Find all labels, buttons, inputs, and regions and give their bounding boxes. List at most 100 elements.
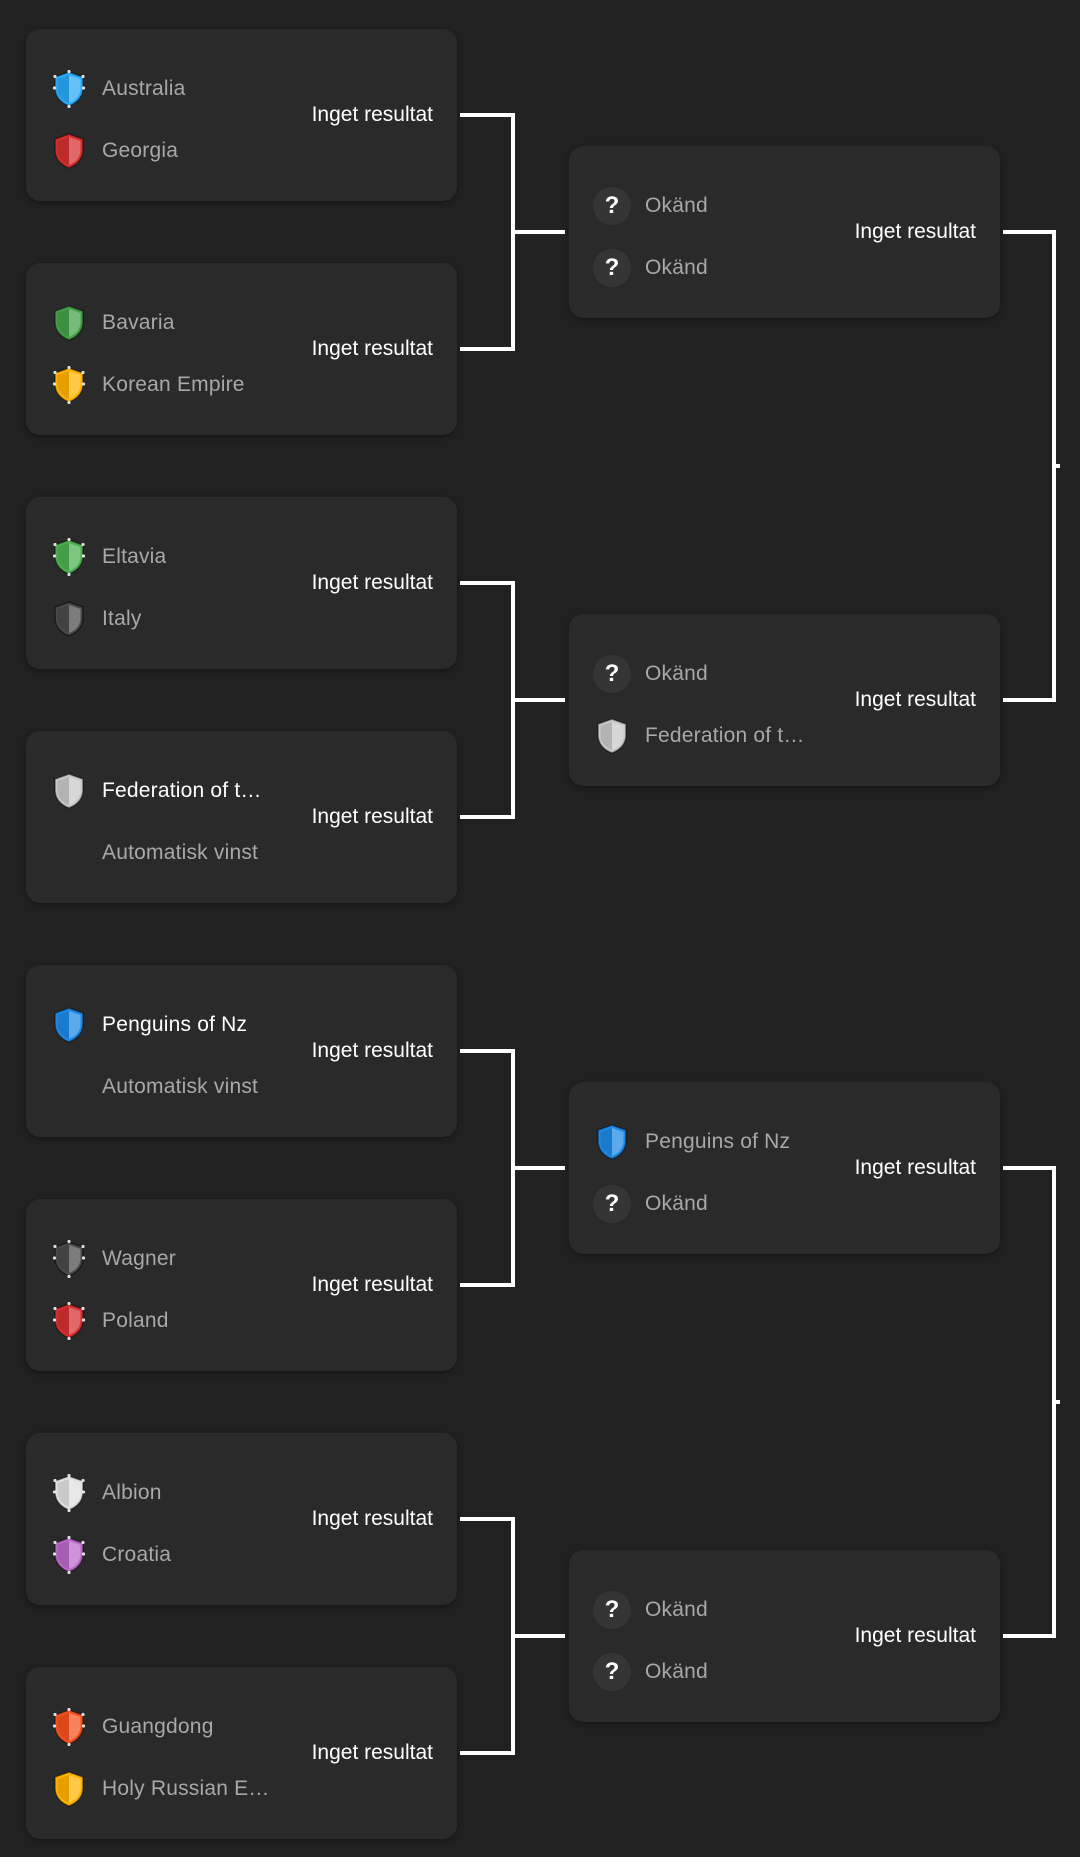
bracket-connector xyxy=(460,1049,515,1287)
bracket-connector xyxy=(460,581,515,819)
team-name: Automatisk vinst xyxy=(102,1075,259,1098)
team-row: Poland xyxy=(52,1299,169,1343)
match-result: Inget resultat xyxy=(311,103,433,126)
bracket-connector xyxy=(460,113,515,351)
team-row: Penguins of Nz xyxy=(52,1003,247,1047)
bracket-connector xyxy=(1003,1166,1056,1638)
shield-icon xyxy=(52,1006,86,1044)
team-name: Okänd xyxy=(645,194,708,217)
match-result: Inget resultat xyxy=(854,688,976,711)
shield-icon xyxy=(52,70,86,108)
shield-icon xyxy=(52,304,86,342)
question-icon: ? xyxy=(593,655,631,693)
team-row: ? Okänd xyxy=(593,1182,708,1226)
team-row: Albion xyxy=(52,1471,162,1515)
match-result: Inget resultat xyxy=(311,1741,433,1764)
shield-icon xyxy=(52,1536,86,1574)
shield-icon xyxy=(52,538,86,576)
team-row: Bavaria xyxy=(52,301,175,345)
team-row: Automatisk vinst xyxy=(52,831,258,875)
shield-icon xyxy=(52,1302,86,1340)
shield-icon xyxy=(52,132,86,170)
match-result: Inget resultat xyxy=(311,1039,433,1062)
team-row: Australia xyxy=(52,67,186,111)
shield-icon xyxy=(52,1708,86,1746)
team-name: Eltavia xyxy=(102,545,167,568)
icon-placeholder xyxy=(52,834,86,872)
team-name: Okänd xyxy=(645,256,708,279)
team-name: Croatia xyxy=(102,1543,172,1566)
team-row: ? Okänd xyxy=(593,1650,708,1694)
team-name: Italy xyxy=(102,607,142,630)
team-row: Automatisk vinst xyxy=(52,1065,258,1109)
match-result: Inget resultat xyxy=(311,1273,433,1296)
team-row: Wagner xyxy=(52,1237,176,1281)
match-card[interactable]: Penguins of Nz Automatisk vinst Inget resu… xyxy=(26,965,457,1137)
match-card[interactable]: Federation of th… Automatisk vinst Inget r… xyxy=(26,731,457,903)
team-name: Albion xyxy=(102,1481,162,1504)
match-result: Inget resultat xyxy=(854,220,976,243)
team-row: Federation of th… xyxy=(52,769,272,813)
team-name: Guangdong xyxy=(102,1715,214,1738)
team-name: Holy Russian E… xyxy=(102,1777,270,1800)
team-row: Eltavia xyxy=(52,535,166,579)
team-row: Holy Russian E… xyxy=(52,1767,270,1811)
team-name: Penguins of Nz xyxy=(645,1130,791,1153)
question-icon: ? xyxy=(593,1591,631,1629)
team-name: Automatisk vinst xyxy=(102,841,259,864)
team-row: Korean Empire xyxy=(52,363,245,407)
match-result: Inget resultat xyxy=(311,337,433,360)
team-name: Okänd xyxy=(645,662,708,685)
match-result: Inget resultat xyxy=(311,805,433,828)
shield-icon xyxy=(52,1474,86,1512)
team-name: Bavaria xyxy=(102,311,175,334)
match-result: Inget resultat xyxy=(854,1624,976,1647)
team-row: Penguins of Nz xyxy=(595,1120,790,1164)
question-icon: ? xyxy=(593,1653,631,1691)
bracket-connector xyxy=(1003,230,1056,702)
team-row: ? Okänd xyxy=(593,1588,708,1632)
team-name: Okänd xyxy=(645,1660,708,1683)
shield-icon xyxy=(595,1123,629,1161)
team-name: Australia xyxy=(102,77,186,100)
team-row: Georgia xyxy=(52,129,178,173)
team-name: Penguins of Nz xyxy=(102,1013,248,1036)
team-name: Federation of th… xyxy=(102,779,272,802)
shield-icon xyxy=(52,772,86,810)
question-icon: ? xyxy=(593,1185,631,1223)
team-name: Wagner xyxy=(102,1247,176,1270)
team-row: ? Okänd xyxy=(593,652,708,696)
team-row: ? Okänd xyxy=(593,184,708,228)
bracket-connector xyxy=(460,1517,515,1755)
icon-placeholder xyxy=(52,1068,86,1106)
shield-icon xyxy=(52,1770,86,1808)
team-row: Italy xyxy=(52,597,142,641)
team-name: Poland xyxy=(102,1309,169,1332)
team-name: Federation of th… xyxy=(645,724,815,747)
question-icon: ? xyxy=(593,187,631,225)
team-row: Croatia xyxy=(52,1533,171,1577)
team-row: Federation of th… xyxy=(595,714,815,758)
shield-icon xyxy=(52,366,86,404)
match-result: Inget resultat xyxy=(311,1507,433,1530)
team-row: Guangdong xyxy=(52,1705,214,1749)
shield-icon xyxy=(52,1240,86,1278)
question-icon: ? xyxy=(593,249,631,287)
match-card[interactable]: Penguins of Nz? Okänd Inget resultat xyxy=(569,1082,1000,1254)
team-name: Okänd xyxy=(645,1192,708,1215)
shield-icon xyxy=(52,600,86,638)
team-name: Okänd xyxy=(645,1598,708,1621)
team-name: Korean Empire xyxy=(102,373,245,396)
match-result: Inget resultat xyxy=(854,1156,976,1179)
team-name: Georgia xyxy=(102,139,179,162)
